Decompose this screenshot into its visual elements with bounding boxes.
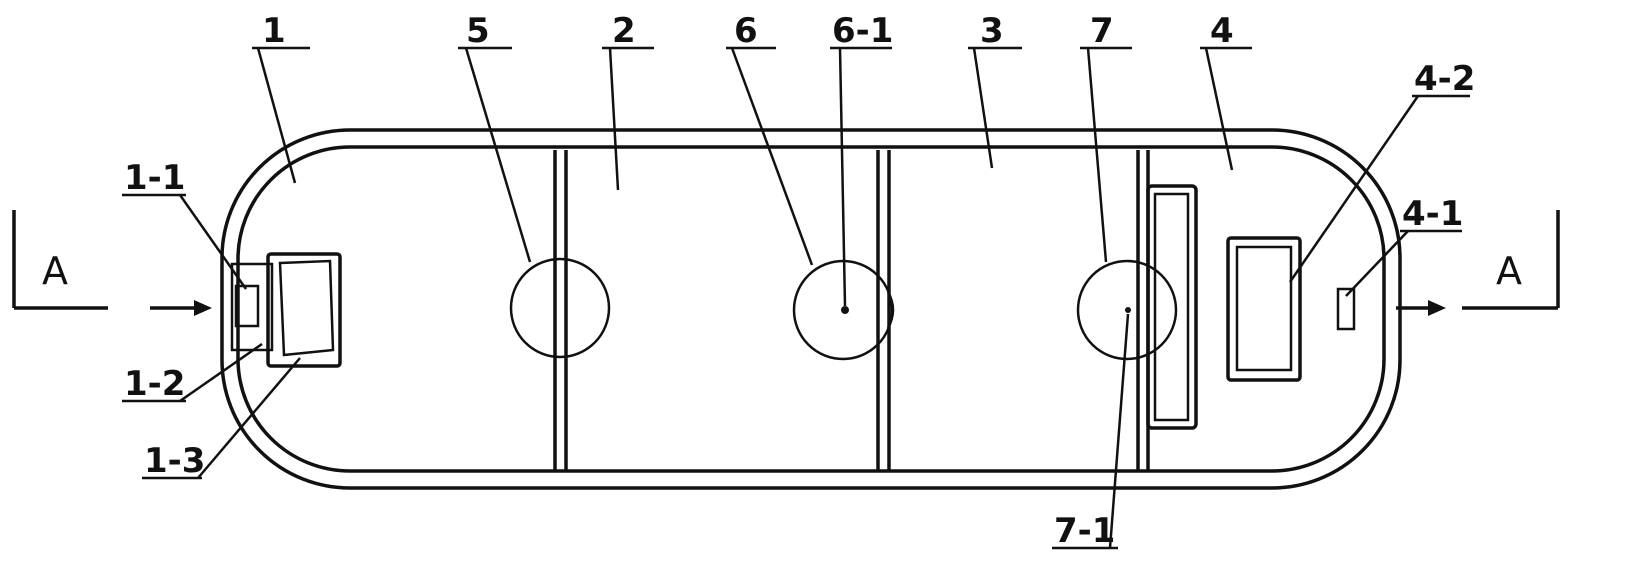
- tank-inner-shell: [236, 145, 1386, 473]
- label-2: 2: [612, 11, 636, 51]
- partition-wall-2: [876, 150, 891, 470]
- section-label-right: A: [1496, 249, 1522, 293]
- section-marker-left: [12, 210, 108, 310]
- baffle-plate: [1146, 184, 1198, 430]
- label-4-2: 4-2: [1414, 59, 1475, 99]
- label-4: 4: [1210, 11, 1234, 51]
- label-5: 5: [466, 11, 490, 51]
- label-6-1: 6-1: [832, 11, 893, 51]
- opening-5: [509, 257, 611, 359]
- section-marker-right: [1462, 210, 1560, 310]
- label-1-3: 1-3: [144, 441, 205, 481]
- label-7-1: 7-1: [1054, 511, 1115, 551]
- baffle-plate-inner: [1153, 192, 1190, 422]
- outlet-flow-arrow: [1396, 300, 1446, 316]
- pivot-7-1: [1125, 307, 1131, 313]
- opening-6-hinge: [886, 291, 895, 329]
- label-1-1: 1-1: [124, 158, 185, 198]
- filter-box-4-2-inner: [1235, 245, 1293, 372]
- filter-box-4-2: [1226, 236, 1302, 382]
- inlet-chamber-1-3-outer: [266, 252, 342, 368]
- label-3: 3: [980, 11, 1004, 51]
- label-7: 7: [1090, 11, 1114, 51]
- outlet-pipe-4-1: [1336, 287, 1356, 331]
- label-1-2: 1-2: [124, 364, 185, 404]
- inlet-chamber-1-3-inner: [278, 259, 335, 357]
- label-1: 1: [262, 11, 286, 51]
- leader-lines: [122, 46, 1470, 550]
- tank-outer-shell: [220, 128, 1402, 490]
- inlet-pipe-1-1: [234, 284, 260, 328]
- label-4-1: 4-1: [1402, 194, 1463, 234]
- inlet-flow-arrow: [150, 300, 212, 316]
- label-6: 6: [734, 11, 758, 51]
- partition-wall-1: [553, 150, 568, 470]
- pivot-6-1: [841, 306, 849, 314]
- section-label-left: A: [42, 249, 68, 293]
- opening-7: [1076, 259, 1178, 361]
